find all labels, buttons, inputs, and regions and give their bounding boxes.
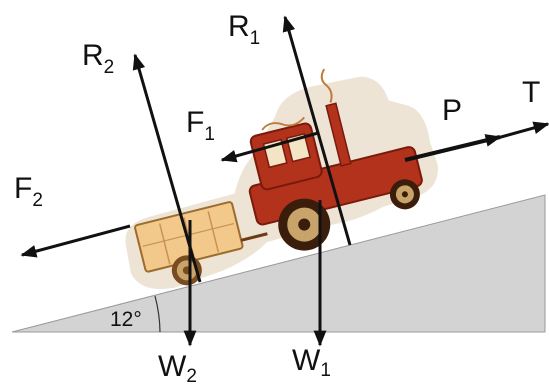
- angle-label: 12°: [110, 308, 142, 331]
- label-w2: W2: [158, 350, 197, 385]
- label-r1: R1: [228, 10, 260, 49]
- arrow-f1: [220, 131, 319, 163]
- inclined-plane: [11, 194, 546, 333]
- label-r2: R2: [82, 39, 114, 78]
- exhaust-pipe: [325, 102, 352, 167]
- angle-arc: [154, 295, 161, 333]
- label-f1: F1: [186, 106, 215, 145]
- tractor-trailer-icon: [125, 68, 438, 290]
- label-t: T: [522, 76, 540, 109]
- label-f2: F2: [14, 172, 43, 211]
- arrow-p: [404, 134, 502, 162]
- arrow-r1: [282, 15, 352, 246]
- label-w1: W1: [292, 344, 331, 381]
- label-p: P: [442, 94, 462, 127]
- arrow-f2: [20, 224, 131, 258]
- arrow-t: [489, 121, 549, 142]
